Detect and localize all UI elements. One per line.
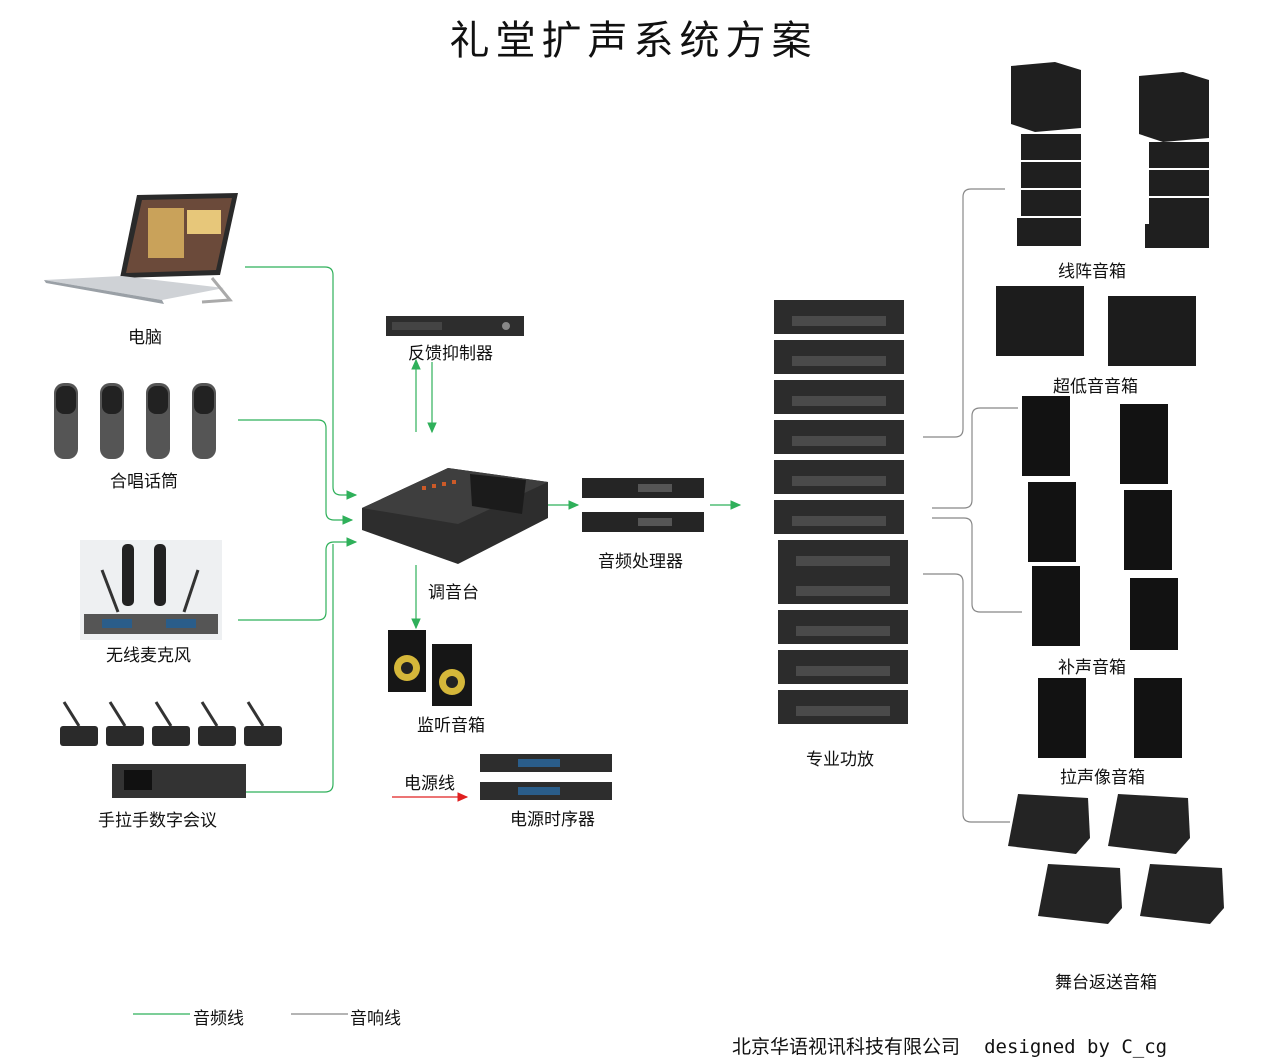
label-feedback-suppressor: 反馈抑制器 [408,344,493,364]
label-power-line: 电源线 [404,774,455,794]
label-amplifier: 专业功放 [806,750,874,770]
studio-monitor-icon [388,630,472,706]
label-subwoofer: 超低音音箱 [1053,377,1138,397]
label-audio-processor: 音频处理器 [598,552,683,572]
mixer-icon [362,468,548,564]
fill-speaker-icon [1022,396,1178,650]
conference-system-icon [60,701,282,798]
audio-processor-icon [582,478,704,532]
power-sequencer-icon [480,754,612,800]
wire-amp-stage [923,573,1010,823]
label-line-array: 线阵音箱 [1058,262,1126,282]
label-fill-speaker: 补声音箱 [1058,658,1126,678]
label-computer: 电脑 [128,328,162,348]
label-image-speaker: 拉声像音箱 [1060,768,1145,788]
footer-company: 北京华语视讯科技有限公司 designed by C_cg [732,1032,1167,1059]
label-stage-monitor: 舞台返送音箱 [1055,973,1157,993]
laptop-icon [44,193,238,304]
image-speaker-icon [1038,678,1182,758]
amplifier-stack-icon [774,300,908,724]
wire-amp-fill2 [932,517,1022,613]
designer-credit: designed by C_cg [984,1036,1168,1058]
label-conference: 手拉手数字会议 [98,811,217,831]
condenser-mic-icon [54,383,216,459]
subwoofer-icon [996,286,1196,366]
wireless-mic-icon [80,540,222,640]
wire-amp-linearray [923,188,1005,438]
wire-conference-mixer [245,544,334,793]
wire-computer-mixer [245,266,358,500]
label-power-sequencer: 电源时序器 [510,810,595,830]
line-array-speaker-icon [1011,62,1209,248]
label-monitor: 监听音箱 [417,716,485,736]
legend-audio-line: 音频线 [193,1009,244,1029]
company-name: 北京华语视讯科技有限公司 [732,1036,961,1058]
label-choir-mic: 合唱话筒 [110,472,178,492]
label-mixer: 调音台 [428,583,479,603]
wire-amp-fill [932,407,1018,509]
label-wireless-mic: 无线麦克风 [106,646,191,666]
legend-speaker-line: 音响线 [350,1009,401,1029]
feedback-suppressor-icon [386,316,524,336]
wire-wireless-mixer [238,537,358,621]
diagram-title: 礼堂扩声系统方案 [449,18,818,64]
wire-choirmic-mixer [238,419,354,525]
stage-monitor-icon [1008,794,1224,924]
